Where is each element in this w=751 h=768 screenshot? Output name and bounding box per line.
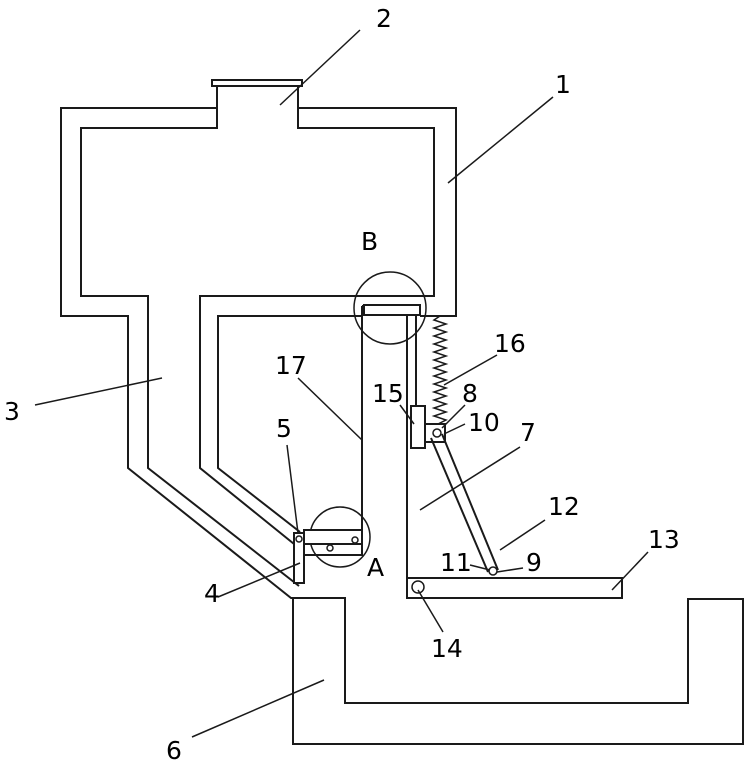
label-12: 12 xyxy=(548,492,580,521)
hinge-pin-9 xyxy=(489,567,497,575)
label-16: 16 xyxy=(494,329,526,358)
label-detail-a: A xyxy=(367,553,384,582)
base-plate-13 xyxy=(407,578,622,598)
label-7: 7 xyxy=(520,418,536,447)
label-15: 15 xyxy=(372,379,404,408)
hopper-wall-offset-right xyxy=(298,86,456,316)
label-1: 1 xyxy=(555,70,571,99)
spring xyxy=(434,316,446,424)
pin-a-2 xyxy=(327,545,333,551)
hopper-inner-wall-left xyxy=(81,108,299,586)
hopper-outer-wall xyxy=(61,86,743,744)
top-slider-block xyxy=(364,305,420,315)
label-8: 8 xyxy=(462,379,478,408)
label-11: 11 xyxy=(440,548,472,577)
label-17: 17 xyxy=(275,351,307,380)
label-6: 6 xyxy=(166,736,182,765)
label-10: 10 xyxy=(468,408,500,437)
slider-block-15 xyxy=(411,406,425,448)
label-3: 3 xyxy=(4,397,20,426)
label-detail-b: B xyxy=(361,227,378,256)
leader-lines xyxy=(35,30,648,737)
label-4: 4 xyxy=(204,579,220,608)
label-9: 9 xyxy=(526,548,542,577)
label-14: 14 xyxy=(431,634,463,663)
label-13: 13 xyxy=(648,525,680,554)
label-2: 2 xyxy=(376,4,392,33)
label-5: 5 xyxy=(276,414,292,443)
hinge-bracket xyxy=(425,424,445,442)
inlet-cap xyxy=(212,80,302,86)
valve-plate-4 xyxy=(294,533,304,583)
